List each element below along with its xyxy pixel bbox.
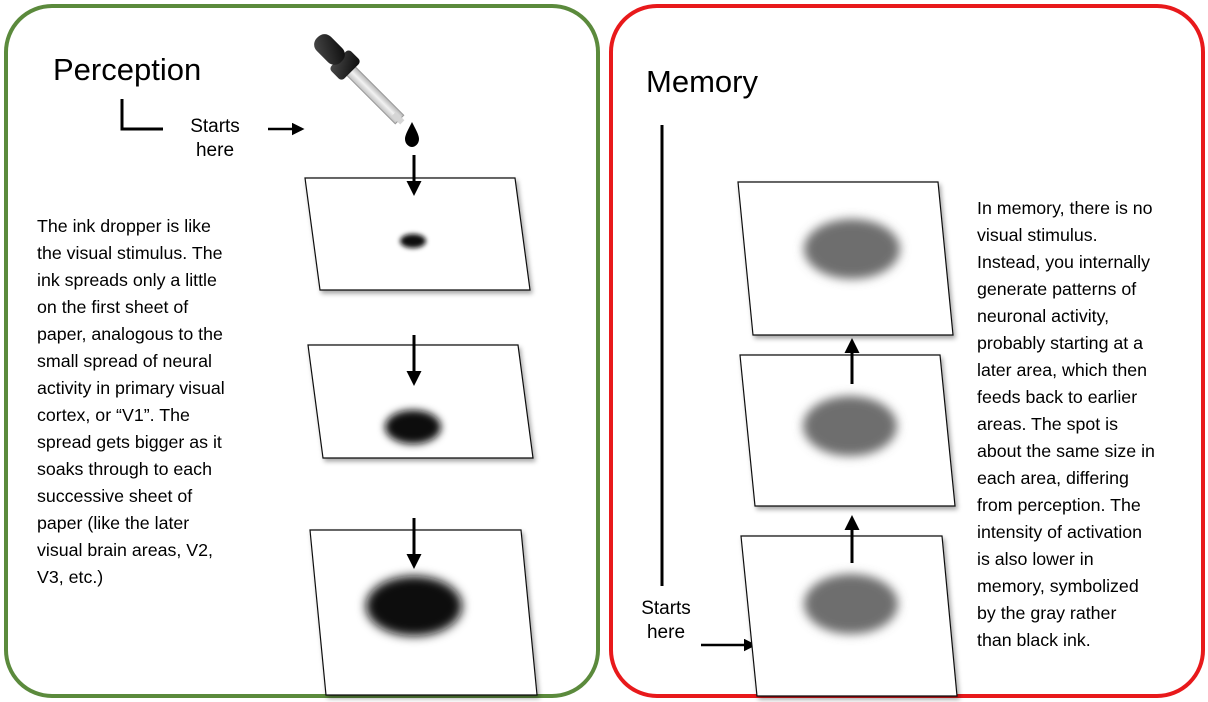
description-line: areas. The spot is <box>977 414 1119 434</box>
description-line: later area, which then <box>977 360 1148 380</box>
memory-spot-top <box>804 219 900 279</box>
perception-title: Perception <box>53 52 202 87</box>
description-line: ink spreads only a little <box>37 270 217 290</box>
memory-spot-bottom <box>804 574 898 634</box>
description-line: by the gray rather <box>977 603 1117 623</box>
perception-sheet-2 <box>307 344 534 459</box>
perception-panel-border <box>4 4 600 698</box>
memory-sheet-middle <box>739 354 956 507</box>
ink-drop <box>405 122 419 147</box>
perception-sheet-1 <box>304 177 531 291</box>
description-line: the visual stimulus. The <box>37 243 223 263</box>
ink-spot-medium <box>385 410 441 444</box>
description-line: The ink dropper is like <box>37 216 211 236</box>
description-line: V3, etc.) <box>37 567 104 587</box>
description-line: probably starting at a <box>977 333 1144 353</box>
starts-word: Starts <box>190 116 240 137</box>
memory-title: Memory <box>646 64 758 99</box>
description-line: activity in primary visual <box>37 378 225 398</box>
perception-description: The ink dropper is like the visual stimul… <box>37 213 225 591</box>
ink-spot-large <box>366 576 462 636</box>
description-line: feeds back to earlier <box>977 387 1138 407</box>
memory-sheet-top <box>737 181 954 336</box>
description-line: visual stimulus. <box>977 225 1098 245</box>
description-line: cortex, or “V1”. The <box>37 405 190 425</box>
memory-sheet-bottom <box>740 535 958 697</box>
perception-sheet-3 <box>309 529 538 696</box>
description-line: generate patterns of <box>977 279 1137 299</box>
here-word: here <box>646 622 686 643</box>
starts-word: Starts <box>641 598 691 619</box>
description-line: visual brain areas, V2, <box>37 540 213 560</box>
description-line: than black ink. <box>977 630 1091 650</box>
description-line: on the first sheet of <box>37 297 189 317</box>
description-line: Instead, you internally <box>977 252 1150 272</box>
memory-spot-middle <box>803 396 897 456</box>
description-line: small spread of neural <box>37 351 212 371</box>
description-line: intensity of activation <box>977 522 1143 542</box>
description-line: soaks through to each <box>37 459 212 479</box>
ink-dropper-icon <box>314 34 405 125</box>
description-line: In memory, there is no <box>977 198 1153 218</box>
description-line: each area, differing <box>977 468 1129 488</box>
description-line: paper (like the later <box>37 513 190 533</box>
description-line: successive sheet of <box>37 486 193 506</box>
perception-bracket <box>120 99 163 131</box>
here-word: here <box>195 140 235 161</box>
perception-starts-label: Starts here <box>175 115 255 163</box>
description-line: spread gets bigger as it <box>37 432 222 452</box>
memory-starts-label: Starts here <box>626 597 706 645</box>
description-line: paper, analogous to the <box>37 324 223 344</box>
description-line: neuronal activity, <box>977 306 1110 326</box>
memory-description: In memory, there is no visual stimulus. In… <box>977 195 1155 654</box>
description-line: memory, symbolized <box>977 576 1139 596</box>
description-line: from perception. The <box>977 495 1141 515</box>
description-line: about the same size in <box>977 441 1155 461</box>
description-line: is also lower in <box>977 549 1094 569</box>
ink-spot-small <box>400 234 426 248</box>
